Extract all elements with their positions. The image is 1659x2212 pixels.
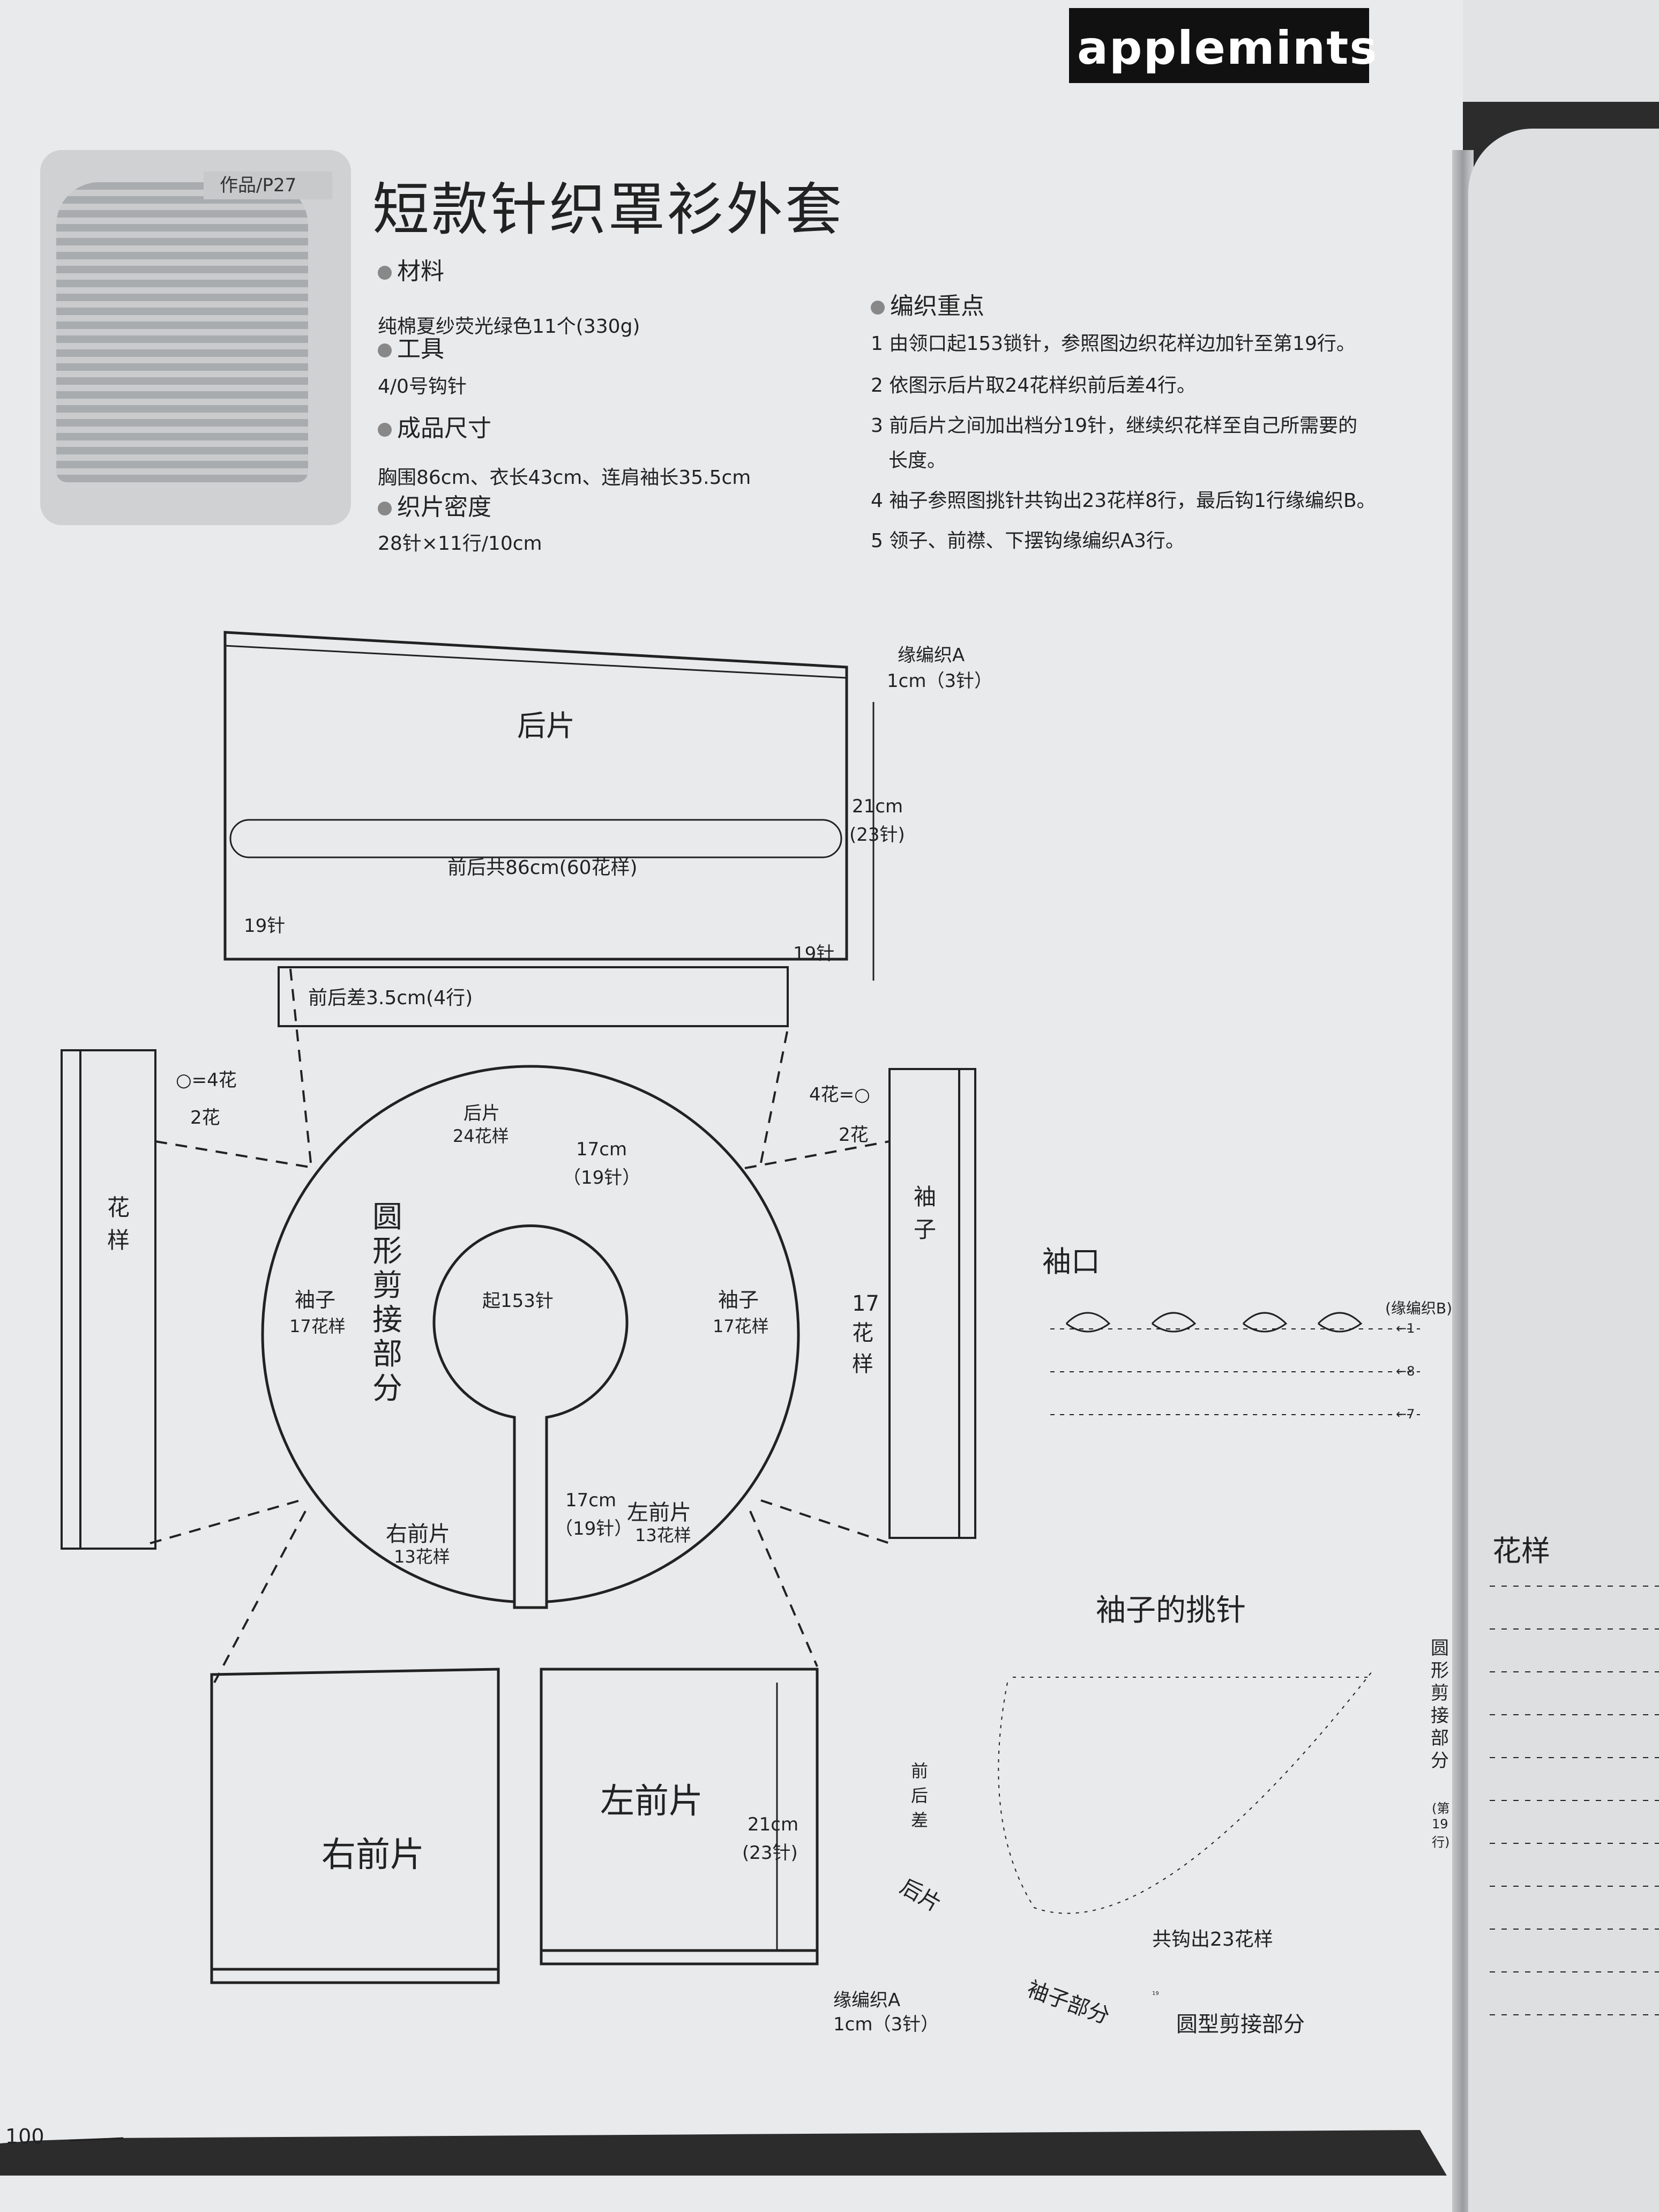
yoke-sleeve-left: 袖子: [295, 1288, 336, 1312]
front-depth-st: （19针）: [555, 1518, 633, 1540]
cuff-shells: [1065, 1312, 1363, 1333]
sweater-image: [56, 182, 308, 482]
neck-opening: [432, 1224, 629, 1609]
right-strip-sleeve: 袖子: [914, 1184, 937, 1243]
point-3-cont: 长度。: [888, 450, 947, 472]
pickup-yoke-vertical: 圆形剪接部分: [1431, 1638, 1449, 1772]
yoke-title: 圆形剪接部分: [372, 1200, 402, 1406]
right-page-pattern-heading: 花样: [1492, 1534, 1550, 1568]
right-front-piece: [210, 1668, 500, 1984]
pickup-total: 共钩出23花样: [1152, 1929, 1273, 1951]
front-length-st: (23针): [742, 1842, 798, 1864]
cuff-row-8: ←8: [1396, 1364, 1415, 1379]
materials-heading: 材料: [378, 252, 444, 286]
dashed-guides: [213, 959, 818, 1683]
back-length-st: (23针): [849, 824, 905, 846]
point-4: 4 袖子参照图挑针共钩出23花样8行，最后钩1行缘编织B。: [871, 490, 1376, 512]
edge-a-size: 1cm（3针）: [887, 670, 993, 692]
pickup-diff: 前后差: [911, 1761, 929, 1830]
dashed-guides-side: [150, 1140, 890, 1544]
sleeve-length: 17: [852, 1291, 879, 1316]
cuff-row-1: ←1: [1396, 1321, 1415, 1336]
right-sleeve-strip: [888, 1068, 976, 1539]
left-flower-eq: ○=4花: [176, 1070, 237, 1091]
yoke-sleeve-left-count: 17花样: [289, 1316, 346, 1336]
photo-tag: 作品/P27: [204, 171, 332, 199]
front-length: 21cm: [748, 1814, 799, 1835]
gauge-text: 28针×11行/10cm: [378, 533, 542, 555]
left-front-piece: [540, 1668, 819, 1966]
front-edge-size: 1cm（3针）: [833, 2014, 939, 2035]
yoke-sleeve-right: 袖子: [718, 1288, 759, 1312]
front-back-diff-label: 前后差3.5cm(4行): [308, 987, 473, 1009]
cuff-rows: [1050, 1328, 1420, 1415]
yoke-sleeve-right-count: 17花样: [713, 1316, 769, 1336]
left-front-label: 左前片: [600, 1782, 703, 1821]
neck-start: 起153针: [482, 1290, 554, 1312]
gauge-heading: 织片密度: [378, 488, 491, 522]
sleeve-pattern: 花样: [852, 1321, 873, 1377]
pickup-19: 19: [1152, 1991, 1159, 1997]
tools-heading: 工具: [378, 330, 444, 364]
tools-text: 4/0号钩针: [378, 376, 467, 398]
pickup-heading: 袖子的挑针: [1096, 1593, 1246, 1628]
left-strip-pattern: 花样: [107, 1194, 130, 1253]
page-number: 100: [5, 2125, 44, 2148]
page-number-rule: [69, 2137, 124, 2142]
brand-name: applemints: [1077, 21, 1378, 75]
cuff-heading: 袖口: [1042, 1245, 1100, 1279]
pickup-chain: [998, 1671, 1372, 1914]
pattern-rows: [1490, 1586, 1659, 2015]
size-heading: 成品尺寸: [378, 409, 491, 443]
point-3: 3 前后片之间加出档分19针，继续织花样至自己所需要的: [871, 415, 1358, 437]
yoke-depth-st: （19针）: [563, 1167, 641, 1189]
front-edge-label: 缘编织A: [833, 1990, 901, 2011]
back-edge-line: [225, 645, 847, 679]
point-1: 1 由领口起153锁针，参照图边织花样边加针至第19行。: [871, 333, 1356, 355]
right-two-flower: 2花: [839, 1124, 869, 1146]
page-bottom-edge: [0, 2130, 1447, 2176]
cuff-edge-b: (缘编织B): [1385, 1299, 1453, 1317]
points-heading: 编织重点: [871, 287, 984, 321]
point-5: 5 领子、前襟、下摆钩缘编织A3行。: [871, 530, 1185, 552]
size-text: 胸围86cm、衣长43cm、连肩袖长35.5cm: [378, 467, 751, 489]
edge-a-label: 缘编织A: [898, 645, 965, 666]
yoke-left-front-count: 13花样: [635, 1525, 691, 1545]
pickup-yoke-part: 圆型剪接部分: [1176, 2012, 1305, 2037]
pickup-row: (第19行): [1432, 1801, 1450, 1850]
front-back-diff: [278, 966, 789, 1027]
right-page: [1468, 129, 1659, 2212]
brand-logo: [1069, 8, 1369, 83]
back-length: 21cm: [852, 796, 903, 817]
point-2: 2 依图示后片取24花样织前后差4行。: [871, 375, 1197, 397]
cuff-row-7: ←7: [1396, 1407, 1415, 1422]
right-front-label: 右前片: [322, 1835, 424, 1875]
product-photo: [40, 150, 351, 525]
total-width: 前后共86cm(60花样): [447, 857, 638, 879]
yoke-depth: 17cm: [576, 1139, 627, 1160]
yoke-back: 后片: [464, 1103, 500, 1124]
total-width-bar: [229, 819, 842, 858]
back-label: 后片: [517, 709, 575, 743]
yoke-back-count: 24花样: [453, 1126, 509, 1146]
left-sleeve-strip: [61, 1049, 156, 1550]
yoke-left-front: 左前片: [627, 1500, 691, 1525]
left-two-flower: 2花: [190, 1107, 220, 1129]
gusset-right: 19针: [793, 943, 835, 965]
right-flower-eq: 4花=○: [809, 1084, 870, 1105]
yoke-right-front-count: 13花样: [394, 1546, 450, 1567]
back-piece-outline: [223, 631, 848, 961]
gusset-left: 19针: [244, 915, 286, 937]
page-title: 短款针织罩衫外套: [372, 177, 844, 243]
front-depth: 17cm: [565, 1490, 617, 1511]
yoke-right-front: 右前片: [386, 1522, 450, 1546]
